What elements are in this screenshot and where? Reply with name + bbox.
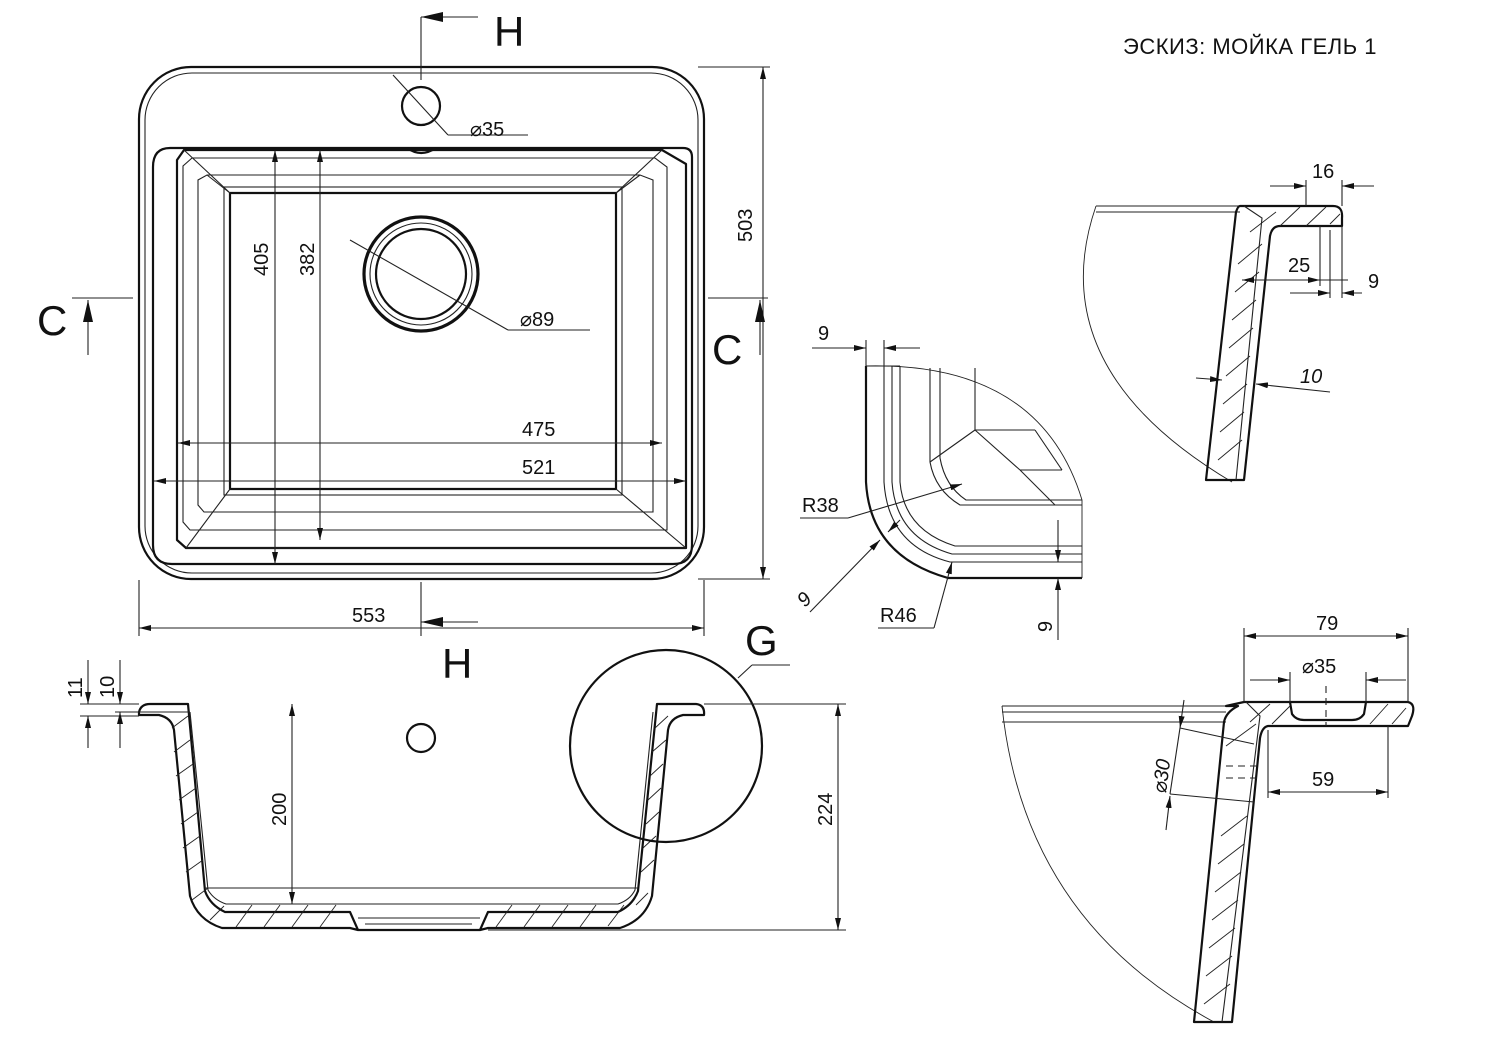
- dim-corner-bottom: 9: [1035, 621, 1057, 632]
- drain-icon: [362, 215, 480, 333]
- rim-detail-g-boundary: [1001, 705, 1215, 1023]
- dim-bowl-depth: 200: [269, 793, 291, 826]
- dim-rim-wall: 10: [1300, 366, 1322, 388]
- section-label-h-bottom: H: [442, 640, 472, 687]
- dim-rim-inner: 10: [97, 676, 119, 698]
- section-label-c-left: C: [37, 297, 67, 344]
- bowl-profile-outer: [137, 702, 706, 932]
- detail-circle-g: [568, 648, 764, 844]
- dim-width: 553: [352, 605, 385, 627]
- dim-rim-outer: 11: [65, 677, 87, 698]
- corner-detail-view: 9 R38 R46 9 9: [793, 323, 1083, 640]
- bowl-floor: [228, 191, 618, 491]
- dim-bowl-inner-length: 382: [297, 243, 319, 276]
- dim-height: 503: [735, 209, 757, 242]
- dim-g-total: 79: [1316, 613, 1338, 635]
- hatch-left-wall: [171, 715, 669, 928]
- dim-g-inner: 59: [1312, 769, 1334, 791]
- dim-g-hole: ⌀35: [1302, 656, 1336, 678]
- plan-view: 553 503 475 521 405 382 ⌀35 ⌀89 H H C C: [37, 8, 770, 687]
- section-label-c-right: C: [712, 326, 742, 373]
- dim-corner-diagonal: 9: [793, 588, 816, 611]
- dim-rim-edge: 9: [1368, 271, 1379, 293]
- dim-bowl-outer-width: 521: [522, 457, 555, 479]
- overflow-slot-icon: [406, 147, 437, 155]
- dim-corner-wall: 9: [818, 323, 829, 345]
- dim-bowl-inner-width: 475: [522, 419, 555, 441]
- corner-detail-boundary: [864, 366, 1082, 580]
- dim-drain: ⌀89: [520, 309, 554, 331]
- side-section-view: G 200 224 11 10: [65, 617, 846, 932]
- overflow-hole-icon: [405, 722, 437, 754]
- tap-hole-icon: [400, 85, 442, 127]
- rim-detail-g-view: 79 ⌀35 59 ⌀30: [1001, 613, 1415, 1024]
- dim-g-overflow: ⌀30: [1149, 758, 1175, 795]
- dim-bowl-outer-length: 405: [251, 243, 273, 276]
- section-label-h-top: H: [494, 8, 524, 55]
- rim-detail-c-view: 16 25 9 10: [1083, 161, 1379, 483]
- dim-rim-width: 16: [1312, 161, 1334, 183]
- dim-tap-hole: ⌀35: [470, 119, 504, 141]
- dim-outer-radius: R46: [880, 605, 917, 627]
- section-label-g: G: [745, 617, 778, 664]
- deck-outline: [151, 146, 694, 566]
- drawing-title: ЭСКИЗ: МОЙКА ГЕЛЬ 1: [1123, 34, 1377, 59]
- dim-rim-shelf: 25: [1288, 255, 1310, 277]
- dim-total-depth: 224: [815, 793, 837, 826]
- dim-inner-radius: R38: [802, 495, 839, 517]
- rim-detail-c-boundary: [1083, 205, 1233, 483]
